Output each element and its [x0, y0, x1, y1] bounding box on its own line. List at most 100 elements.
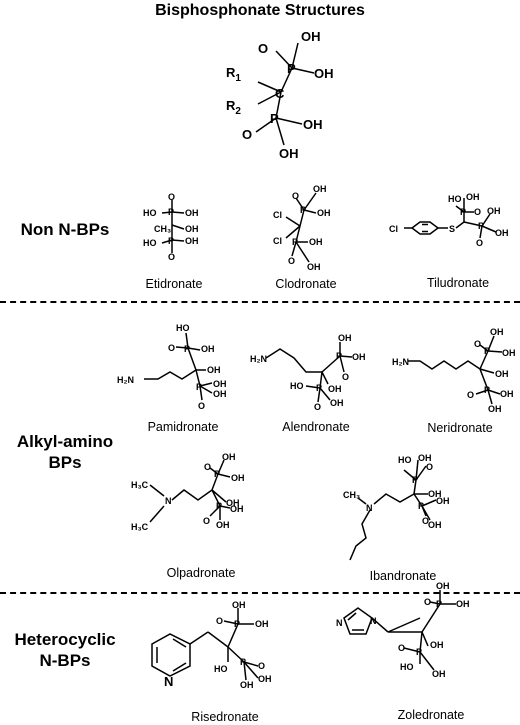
- atom-p: P: [412, 475, 418, 485]
- atom-cl: Cl: [273, 236, 282, 246]
- atom-o: O: [292, 191, 299, 201]
- atom-h2n: H₂N: [250, 354, 267, 364]
- atom-oh: OH: [338, 333, 352, 343]
- atom-r2-subscript: 2: [235, 106, 241, 117]
- atom-p: P: [216, 501, 222, 511]
- zoledronate-structure: N N P OH O OH OH P O HO OH: [336, 581, 470, 679]
- neridronate-structure: H₂N P O OH OH OH P O OH OH: [392, 327, 516, 414]
- label-ibandronate: Ibandronate: [369, 569, 437, 583]
- section-label-heterocyclic-line2: N-BPs: [39, 651, 91, 670]
- olpadronate-structure: H₃C N H₃C P O OH OH OH P O OH OH: [131, 452, 245, 532]
- atom-c-center: C: [275, 86, 285, 101]
- atom-o: O: [258, 661, 265, 671]
- atom-oh: OH: [314, 66, 334, 81]
- atom-ho: HO: [398, 455, 412, 465]
- atom-oh: OH: [436, 581, 450, 591]
- atom-o: O: [474, 339, 481, 349]
- atom-p: P: [484, 346, 490, 356]
- atom-oh: OH: [466, 192, 480, 202]
- section-label-heterocyclic: Heterocyclic N-BPs: [0, 629, 130, 671]
- atom-n: N: [370, 616, 377, 626]
- atom-oh: OH: [418, 453, 432, 463]
- atom-oh: OH: [317, 208, 331, 218]
- atom-o: O: [422, 516, 429, 526]
- atom-n: N: [336, 618, 343, 628]
- atom-p: P: [234, 619, 240, 629]
- atom-p: P: [292, 237, 298, 247]
- atom-o: O: [168, 252, 175, 262]
- atom-oh: OH: [428, 520, 442, 530]
- atom-oh: OH: [303, 117, 323, 132]
- atom-oh: OH: [201, 344, 215, 354]
- label-pamidronate: Pamidronate: [147, 420, 219, 434]
- label-etidronate: Etidronate: [145, 277, 203, 291]
- atom-oh: OH: [430, 640, 444, 650]
- atom-p: P: [240, 657, 246, 667]
- atom-ho: HO: [290, 381, 304, 391]
- risedronate-structure: N P OH O OH HO P O OH OH: [151, 600, 272, 690]
- atom-o: O: [242, 127, 252, 142]
- alendronate-structure: H₂N P OH OH O OH P HO O OH: [250, 333, 366, 412]
- divider-top: [0, 301, 520, 303]
- atom-o: O: [398, 643, 405, 653]
- atom-o: O: [467, 390, 474, 400]
- atom-p: P: [336, 351, 342, 361]
- atom-p-top: P: [287, 61, 296, 76]
- atom-ho: HO: [400, 662, 414, 672]
- atom-oh: OH: [432, 669, 446, 679]
- atom-oh: OH: [428, 489, 442, 499]
- atom-oh: OH: [495, 369, 509, 379]
- atom-p: P: [300, 205, 306, 215]
- atom-h3c: H₃C: [131, 522, 149, 532]
- atom-p: P: [460, 207, 466, 217]
- pamidronate-structure: H₂N HO P O OH OH P OH OH O: [117, 323, 227, 411]
- atom-o: O: [424, 597, 431, 607]
- atom-o: O: [198, 401, 205, 411]
- atom-r2-letter: R: [226, 98, 236, 113]
- section-label-alkyl-amino: Alkyl-amino BPs: [0, 431, 130, 473]
- atom-ho: HO: [176, 323, 190, 333]
- atom-oh: OH: [456, 599, 470, 609]
- atom-p: P: [214, 469, 220, 479]
- label-zoledronate: Zoledronate: [397, 708, 465, 722]
- atom-ho: HO: [214, 664, 228, 674]
- atom-n: N: [165, 496, 172, 506]
- atom-p: P: [416, 647, 422, 657]
- atom-p: P: [436, 599, 442, 609]
- atom-ho: HO: [143, 208, 157, 218]
- atom-o: O: [288, 256, 295, 266]
- atom-oh: OH: [226, 498, 240, 508]
- atom-cl: Cl: [273, 210, 282, 220]
- atom-oh: OH: [231, 473, 245, 483]
- atom-p: P: [478, 221, 484, 231]
- atom-ho: HO: [143, 238, 157, 248]
- atom-o: O: [474, 207, 481, 217]
- atom-oh: OH: [230, 504, 244, 514]
- atom-p: P: [168, 207, 174, 217]
- section-label-alkyl-amino-line1: Alkyl-amino: [16, 432, 114, 451]
- atom-h2n: H₂N: [392, 357, 409, 367]
- atom-o: O: [426, 462, 433, 472]
- atom-oh: OH: [352, 352, 366, 362]
- atom-oh: OH: [500, 389, 514, 399]
- atom-oh: OH: [213, 379, 227, 389]
- label-risedronate: Risedronate: [191, 710, 259, 724]
- atom-n: N: [366, 503, 373, 513]
- section-label-heterocyclic-line1: Heterocyclic: [14, 630, 116, 649]
- label-neridronate: Neridronate: [427, 421, 493, 435]
- divider-bottom: [0, 592, 520, 594]
- atom-p-bottom: P: [270, 111, 279, 126]
- atom-o: O: [204, 462, 211, 472]
- atom-o: O: [258, 41, 268, 56]
- atom-oh: OH: [330, 398, 344, 408]
- atom-o: O: [216, 616, 223, 626]
- atom-p: P: [418, 501, 424, 511]
- atom-cl: Cl: [389, 224, 398, 234]
- atom-ch3: CH₃: [343, 490, 360, 500]
- atom-ch3: CH₃: [154, 224, 171, 234]
- section-label-alkyl-amino-line2: BPs: [48, 453, 82, 472]
- atom-oh: OH: [436, 496, 450, 506]
- figure-title: Bisphosphonate Structures: [155, 2, 365, 19]
